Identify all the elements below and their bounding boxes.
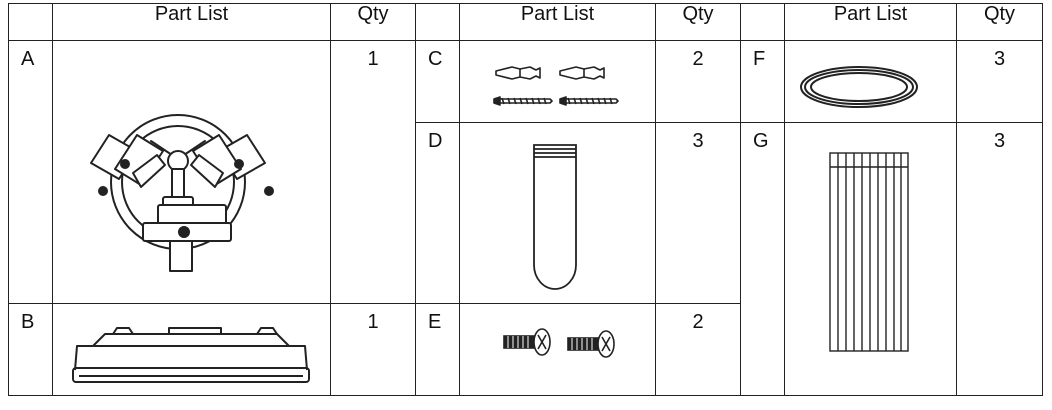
part-qty-f: 3 [956, 40, 1043, 123]
header-qty-1: Qty [330, 3, 416, 41]
part-qty-b: 1 [330, 303, 416, 396]
part-qty-a: 1 [330, 40, 416, 304]
ceiling-canopy-icon [72, 327, 310, 383]
rubber-ring-icon [800, 66, 918, 108]
part-g-image-cell [784, 122, 957, 396]
part-b-image-cell [52, 303, 331, 396]
part-label-a: A [8, 40, 53, 304]
part-c-image-cell [459, 40, 656, 123]
part-list-table: Part List Qty Part List Qty Part List Qt… [8, 3, 1043, 396]
header-row: Part List Qty Part List Qty Part List Qt… [8, 3, 1043, 41]
part-d-image-cell [459, 122, 656, 304]
part-label-c: C [415, 40, 460, 123]
part-row-1: A [8, 40, 1043, 304]
light-fixture-body-icon [90, 114, 274, 272]
part-label-e: E [415, 303, 460, 396]
part-label-b: B [8, 303, 53, 396]
part-qty-d: 3 [655, 122, 741, 304]
header-part-list-1: Part List [52, 3, 331, 41]
part-qty-c: 2 [655, 40, 741, 123]
part-e-image-cell [459, 303, 656, 396]
header-blank-3 [740, 3, 785, 41]
anchor-and-screw-icon [493, 66, 619, 106]
part-a-image-cell [52, 40, 331, 304]
part-qty-e: 2 [655, 303, 741, 396]
part-label-g: G [740, 122, 785, 396]
header-qty-3: Qty [956, 3, 1043, 41]
header-blank-2 [415, 3, 460, 41]
part-f-image-cell [784, 40, 957, 123]
part-row-3: B 1 E [8, 303, 1043, 396]
part-qty-g: 3 [956, 122, 1043, 396]
machine-screw-icon [503, 328, 615, 358]
header-part-list-2: Part List [459, 3, 656, 41]
pleated-shade-icon [829, 152, 909, 352]
header-blank-1 [8, 3, 53, 41]
header-part-list-3: Part List [784, 3, 957, 41]
glass-tube-shade-icon [533, 144, 577, 290]
part-label-d: D [415, 122, 460, 304]
part-label-f: F [740, 40, 785, 123]
header-qty-2: Qty [655, 3, 741, 41]
